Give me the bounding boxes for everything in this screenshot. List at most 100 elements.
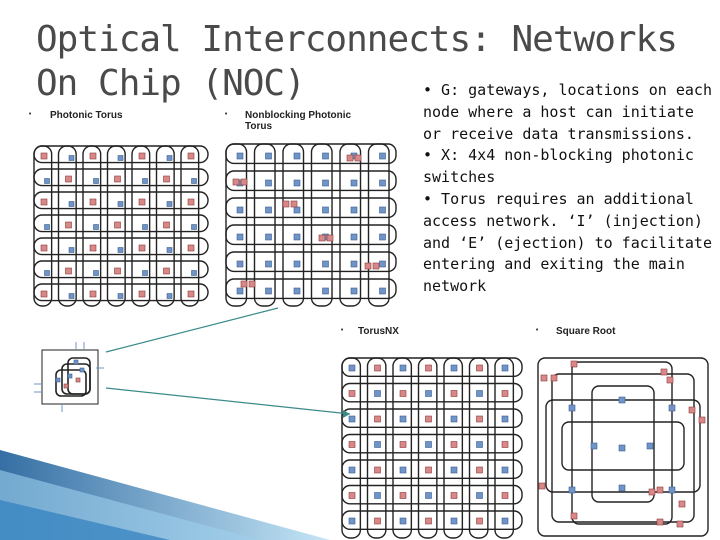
gateway-node	[138, 198, 146, 206]
waveguide-loop	[392, 357, 413, 539]
switch-node	[265, 287, 272, 295]
switch-node	[117, 293, 124, 299]
gateway-node	[63, 383, 69, 389]
switch-node	[350, 179, 358, 187]
switch-node	[236, 233, 244, 241]
gateway-node	[660, 368, 668, 376]
gateway-node	[187, 198, 195, 206]
switch-node	[117, 201, 124, 207]
switch-node	[348, 415, 356, 423]
switch-node	[399, 415, 407, 423]
switch-node	[379, 287, 386, 295]
switch-node	[322, 152, 329, 160]
gateway-node	[676, 520, 684, 528]
gateway-node	[65, 221, 72, 229]
switch-node	[379, 260, 386, 268]
gateway-node	[450, 390, 458, 397]
switch-node	[374, 492, 381, 499]
waveguide-loop	[537, 357, 709, 537]
gateway-node	[501, 390, 509, 397]
gateway-node	[89, 290, 97, 298]
switch-node	[425, 390, 432, 397]
switch-node	[501, 517, 509, 525]
gateway-node	[678, 500, 686, 508]
gateway-node	[540, 374, 548, 382]
switch-node	[348, 517, 356, 525]
gateway-node	[89, 152, 97, 160]
waveguide-loop	[367, 143, 390, 307]
gateway-node	[40, 290, 48, 298]
gateway-node	[374, 415, 381, 423]
switch-node	[322, 179, 329, 187]
square-root-diagram	[537, 357, 709, 537]
switch-node	[379, 179, 386, 187]
switch-node	[568, 404, 576, 412]
switch-node	[265, 260, 272, 268]
switch-node	[142, 270, 148, 276]
connector-line	[105, 387, 351, 415]
switch-node	[79, 367, 85, 373]
switch-node	[191, 224, 197, 230]
gateway-node	[138, 152, 146, 160]
waveguide-loop	[443, 357, 464, 539]
gateway-node	[346, 154, 354, 162]
waveguide-loop	[33, 145, 53, 307]
decorative-stripe	[0, 450, 330, 540]
gateway-node	[348, 441, 356, 448]
gateway-node	[570, 512, 578, 520]
switch-node	[618, 484, 626, 492]
switch-node	[93, 270, 99, 276]
gateway-node	[187, 152, 195, 160]
gateway-node	[348, 492, 356, 499]
gateway-node	[399, 390, 407, 397]
switch-node	[166, 155, 173, 161]
photonic-torus-diagram	[33, 145, 209, 307]
nonblocking-torus-diagram	[225, 143, 397, 307]
waveguide-loop	[339, 143, 362, 307]
connector-line	[105, 307, 279, 353]
gateway-node	[372, 262, 380, 270]
gateway-node	[163, 175, 170, 183]
switch-node	[322, 206, 329, 214]
switch-node	[476, 441, 483, 448]
gateway-node	[318, 234, 326, 242]
switch-node	[73, 359, 79, 365]
switch-node	[68, 155, 75, 161]
gateway-node	[476, 466, 483, 474]
switch-node	[265, 152, 272, 160]
gateway-node	[698, 416, 706, 424]
gateway-node	[666, 376, 674, 384]
arrow-head	[343, 410, 350, 418]
switch-node	[350, 206, 358, 214]
switch-node	[350, 233, 358, 241]
gateway-node	[374, 517, 381, 525]
waveguide-loop	[155, 145, 175, 307]
switch-node	[44, 270, 50, 276]
switch-node	[236, 260, 244, 268]
slide-title: Optical Interconnects: Networks On Chip …	[36, 18, 678, 106]
gateway-node	[40, 244, 48, 252]
switch-node	[379, 206, 386, 214]
switch-node	[450, 415, 458, 423]
switch-node	[142, 224, 148, 230]
switch-node	[236, 152, 244, 160]
waveguide-loop	[417, 357, 438, 539]
waveguide-loop	[55, 369, 87, 397]
waveguide-loop	[106, 145, 126, 307]
gateway-node	[425, 466, 432, 474]
switch-node	[399, 466, 407, 474]
gateway-node	[163, 267, 170, 275]
label-photonic-torus: Photonic Torus	[50, 110, 123, 121]
gateway-node	[65, 267, 72, 275]
switch-node	[265, 179, 272, 187]
switch-node	[142, 178, 148, 184]
gateway-node	[354, 154, 362, 162]
switch-node	[293, 287, 301, 295]
gateway-node	[65, 175, 72, 183]
title-line-1: Optical Interconnects: Networks	[36, 19, 678, 60]
switch-node	[618, 396, 626, 404]
switch-node	[68, 201, 75, 207]
switch-node	[476, 492, 483, 499]
gateway-node	[248, 280, 256, 288]
bullet-torus-access: • Torus requires an additional access ne…	[423, 189, 712, 296]
